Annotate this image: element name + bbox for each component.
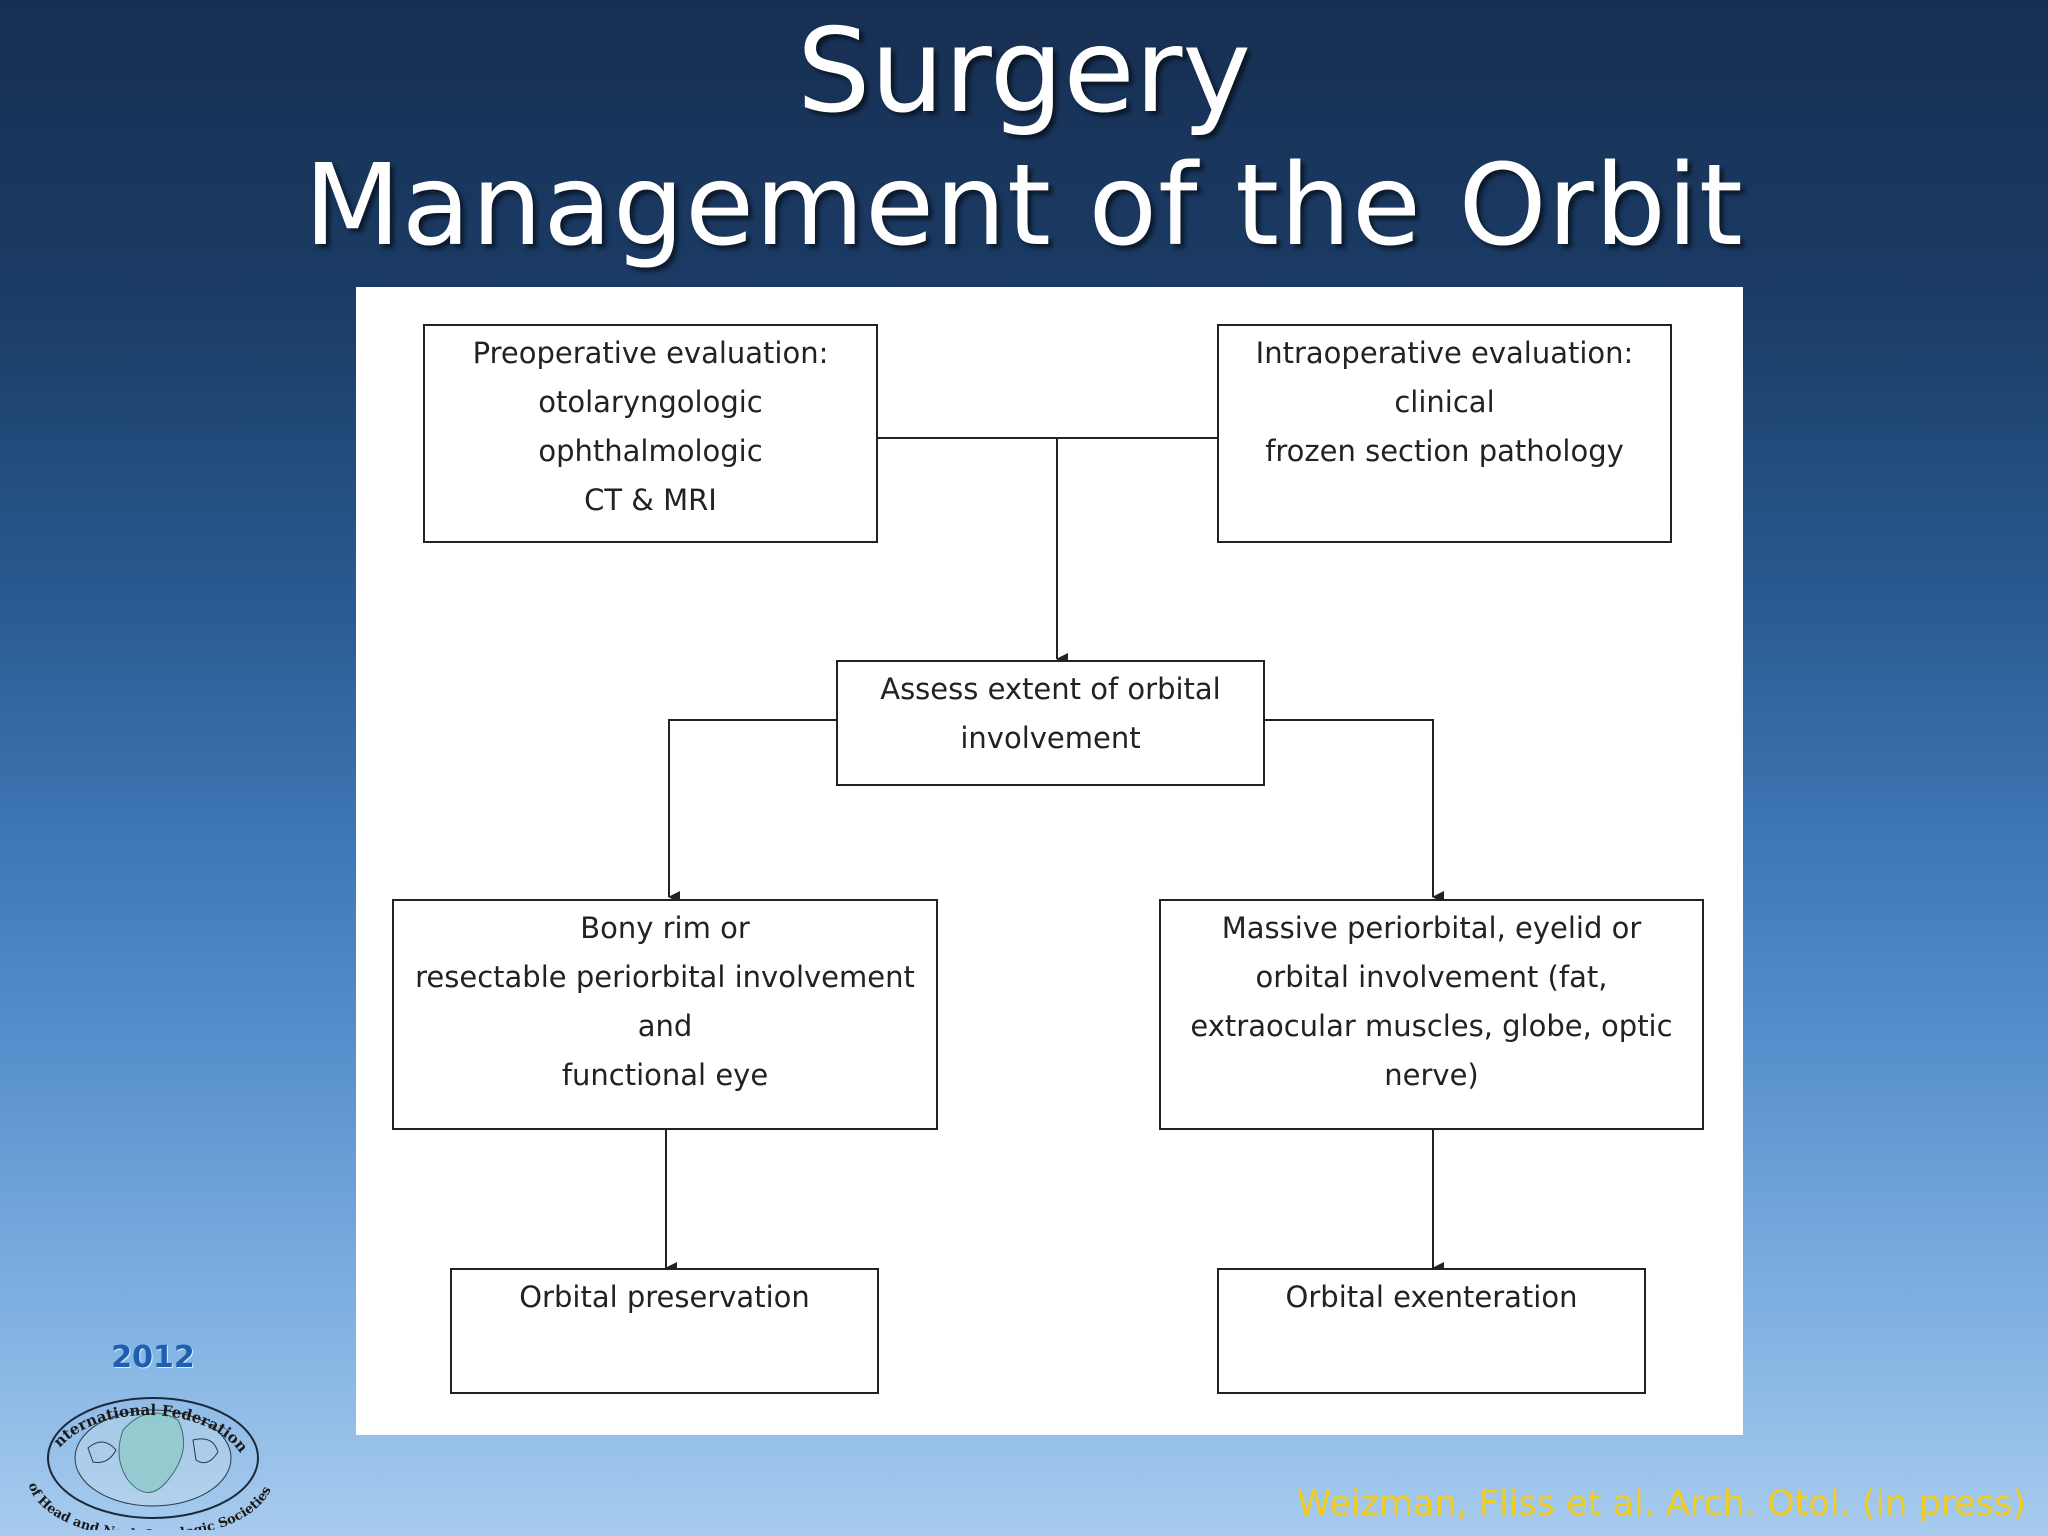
globe-emblem-icon: International Federation of Head and Nec… [28,1340,275,1530]
box-text-line: Bony rim or [580,911,750,945]
flowchart-connectors [665,437,1444,1274]
flowchart-panel: Preoperative evaluation: otolaryngologic… [356,287,1743,1435]
box-text-line: Assess extent of orbital [880,672,1221,706]
box-preoperative-evaluation: Preoperative evaluation: otolaryngologic… [423,324,878,543]
box-text-line: nerve) [1384,1058,1479,1092]
box-text-line: Intraoperative evaluation: [1255,336,1634,370]
box-text-line: Preoperative evaluation: [472,336,829,370]
box-text-line: resectable periorbital involvement [415,960,915,994]
ifhnos-logo: 2012 International Federation of Head an… [28,1340,278,1530]
box-text-line: extraocular muscles, globe, optic [1190,1009,1673,1043]
box-text-line: functional eye [561,1058,769,1092]
slide-title-line1: Surgery [796,4,1252,139]
box-text-line: clinical [1394,385,1495,419]
box-text-line: involvement [960,721,1141,755]
box-text-line: ophthalmologic [538,434,763,468]
box-text-line: frozen section pathology [1265,434,1624,468]
box-text-line: otolaryngologic [538,385,763,419]
box-text-line: Massive periorbital, eyelid or [1221,911,1642,945]
slide-title-line2: Management of the Orbit [304,141,1744,271]
arrow-to-massive [1264,719,1444,903]
box-text-line: orbital involvement (fat, [1255,960,1608,994]
box-intraoperative-evaluation: Intraoperative evaluation: clinical froz… [1217,324,1672,543]
box-text-line: Orbital exenteration [1285,1280,1578,1314]
box-orbital-preservation: Orbital preservation [450,1268,879,1394]
box-text-line: Orbital preservation [519,1280,810,1314]
citation: Weizman, Fliss et al. Arch. Otol. (in pr… [1296,1484,2026,1524]
box-text-line: and [637,1009,693,1043]
box-orbital-exenteration: Orbital exenteration [1217,1268,1646,1394]
box-assess-extent: Assess extent of orbital involvement [836,660,1265,786]
arrow-to-bony-rim [668,719,837,903]
box-text-line: CT & MRI [584,483,717,517]
box-bony-rim: Bony rim or resectable periorbital invol… [392,899,938,1130]
logo-year: 2012 [111,1340,195,1375]
box-massive-involvement: Massive periorbital, eyelid or orbital i… [1159,899,1704,1130]
